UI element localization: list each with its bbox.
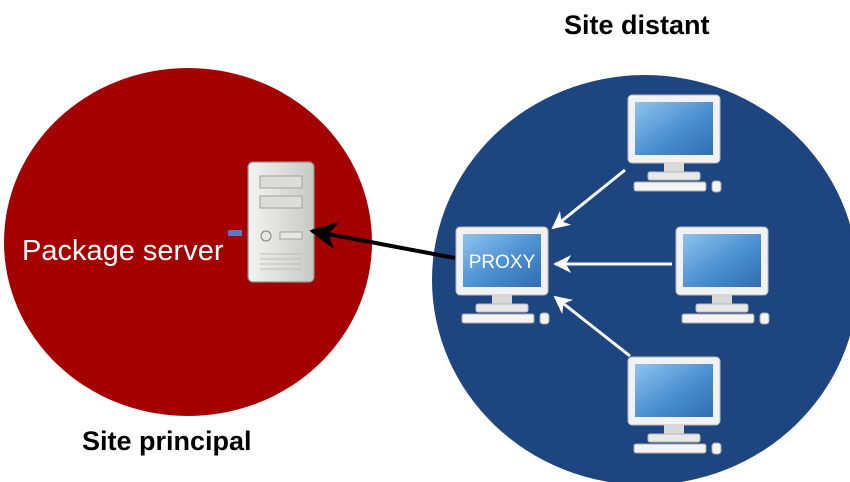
proxy-to-server-arrow — [309, 221, 456, 260]
package-server-label: Package server — [22, 235, 224, 267]
remote-site-title: Site distant — [564, 10, 710, 40]
client-bottom-to-proxy-arrow — [553, 295, 631, 358]
client-top-to-proxy-arrow — [551, 168, 626, 230]
main-site-circle — [4, 68, 372, 416]
proxy-label: PROXY — [469, 252, 536, 273]
main-site-title: Site principal — [82, 426, 252, 456]
remote-site-circle — [432, 75, 850, 482]
server-tower-icon — [228, 161, 315, 283]
